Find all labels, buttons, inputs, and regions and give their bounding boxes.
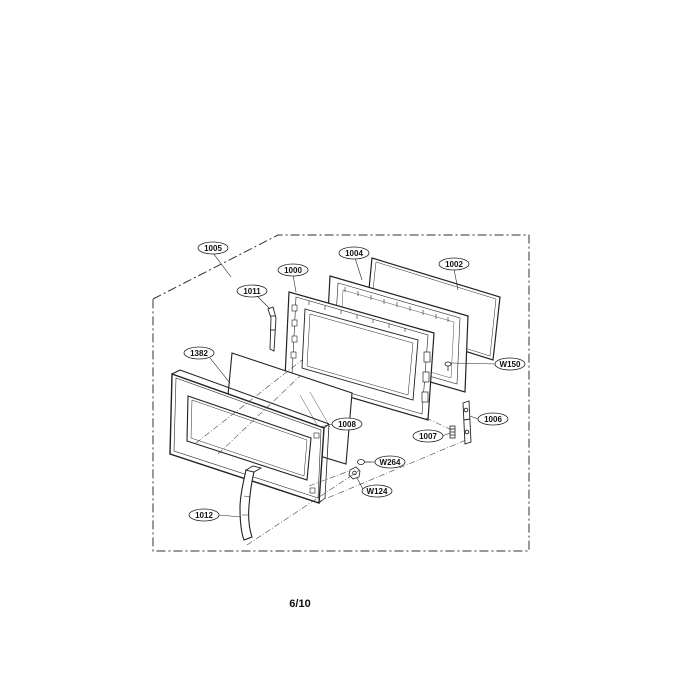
callout-1007: 1007 bbox=[412, 429, 444, 443]
callout-label: 1002 bbox=[445, 260, 463, 269]
part-w150-screw bbox=[444, 361, 452, 371]
callout-label: W264 bbox=[380, 458, 401, 467]
part-1007-spring bbox=[449, 425, 456, 439]
callout-1008: 1008 bbox=[331, 417, 363, 431]
part-1006-hinge bbox=[462, 400, 472, 445]
callout-label: W124 bbox=[367, 487, 388, 496]
callout-label: W150 bbox=[500, 360, 521, 369]
part-w124-nut bbox=[348, 466, 361, 480]
callout-w150: W150 bbox=[494, 357, 526, 371]
callout-label: 1004 bbox=[345, 249, 363, 258]
page-number: 6/10 bbox=[289, 598, 311, 610]
callout-1012: 1012 bbox=[188, 508, 220, 522]
callout-1004: 1004 bbox=[338, 246, 370, 260]
callout-label: 1006 bbox=[484, 415, 502, 424]
callout-w124: W124 bbox=[361, 484, 393, 498]
callout-w264: W264 bbox=[374, 455, 406, 469]
assembly-boundary bbox=[152, 234, 530, 552]
callout-1006: 1006 bbox=[477, 412, 509, 426]
part-1011-latch bbox=[267, 306, 277, 352]
callout-label: 1011 bbox=[243, 287, 261, 296]
callout-1002: 1002 bbox=[438, 257, 470, 271]
assembly-lines bbox=[195, 359, 467, 546]
part-1382-door-front-panel bbox=[169, 369, 330, 504]
callout-label: 1007 bbox=[419, 432, 437, 441]
part-w264-screw bbox=[357, 459, 371, 465]
callout-label: 1012 bbox=[195, 511, 213, 520]
callout-1005: 1005 bbox=[197, 241, 229, 255]
callout-label: 1382 bbox=[190, 349, 208, 358]
callout-label: 1000 bbox=[284, 266, 302, 275]
part-1012-handle bbox=[239, 465, 263, 541]
callout-1382: 1382 bbox=[183, 346, 215, 360]
callout-label: 1005 bbox=[204, 244, 222, 253]
callout-1000: 1000 bbox=[277, 263, 309, 277]
callout-label: 1008 bbox=[338, 420, 356, 429]
callout-1011: 1011 bbox=[236, 284, 268, 298]
